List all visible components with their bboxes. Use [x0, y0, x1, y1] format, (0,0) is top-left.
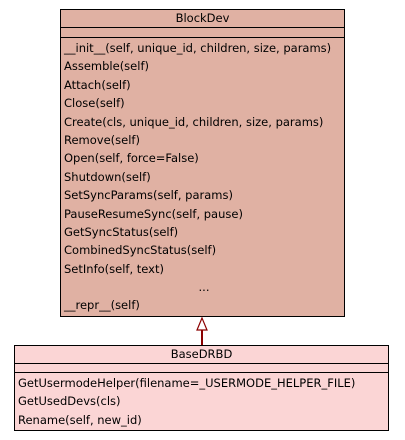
operation: Rename(self, new_id) [18, 412, 142, 427]
operation: PauseResumeSync(self, pause) [64, 206, 243, 221]
operation: __init__(self, unique_id, children, size… [64, 41, 332, 55]
class-name: BlockDev [61, 10, 344, 28]
class-basedrbd[interactable]: BaseDRBD GetUsermodeHelper(filename=_USE… [14, 345, 389, 431]
operation: SetInfo(self, text) [64, 261, 164, 276]
operation: GetSyncStatus(self) [64, 224, 179, 239]
operation: SetSyncParams(self, params) [64, 188, 233, 203]
operation: GetUsedDevs(cls) [18, 394, 121, 409]
operation: Assemble(self) [64, 59, 149, 74]
operation: Shutdown(self) [64, 169, 151, 184]
attributes-compartment [61, 28, 344, 38]
class-blockdev[interactable]: BlockDev __init__(self, unique_id, child… [60, 9, 345, 317]
operations-compartment: GetUsermodeHelper(filename=_USERMODE_HEL… [15, 373, 388, 429]
attributes-compartment [15, 364, 388, 373]
operation: Open(self, force=False) [64, 151, 199, 166]
operation: Close(self) [64, 96, 125, 111]
ellipsis: ... [198, 280, 210, 295]
operation: Remove(self) [64, 132, 140, 147]
class-name: BaseDRBD [15, 346, 388, 364]
operations-compartment: __init__(self, unique_id, children, size… [61, 38, 344, 315]
operation: GetUsermodeHelper(filename=_USERMODE_HEL… [18, 376, 356, 390]
operation: CombinedSyncStatus(self) [64, 243, 217, 258]
operation: Attach(self) [64, 77, 131, 92]
operation: Create(cls, unique_id, children, size, p… [64, 114, 324, 129]
inheritance-arrowhead [196, 316, 208, 331]
operation: __repr__(self) [64, 298, 140, 313]
